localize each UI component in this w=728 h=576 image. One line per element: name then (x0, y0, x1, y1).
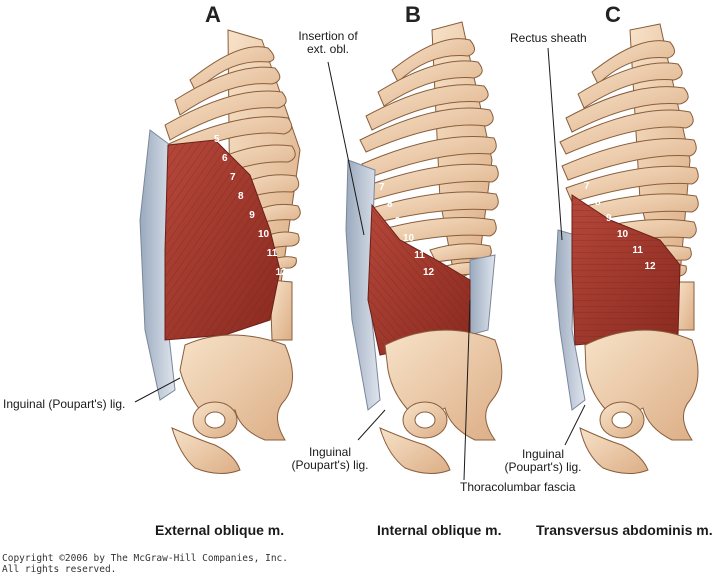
label-inguinal-c-line1: Inguinal (521, 447, 565, 461)
leader-inguinal-a (134, 377, 181, 403)
leader-thoracolumbar (463, 299, 471, 481)
rib-number-11: 11 (632, 245, 643, 256)
label-inguinal-b-line1: Inguinal (308, 445, 352, 459)
rib-number-10: 10 (617, 229, 629, 240)
rib-number-8: 8 (387, 199, 393, 210)
label-thoracolumbar-fascia: Thoracolumbar fascia (460, 480, 576, 494)
leader-inguinal-c (564, 404, 586, 446)
panel-b-ribcage (359, 21, 499, 281)
caption-panel-c: Transversus abdominis m. (536, 522, 713, 538)
panel-c-letter: C (605, 2, 621, 27)
leader-insertion-ext-obl (327, 61, 365, 236)
label-inguinal-ligament-c: Inguinal (Poupart's) lig. (495, 448, 591, 474)
panel-c-pelvis (579, 329, 699, 474)
label-rectus-sheath: Rectus sheath (510, 31, 587, 45)
panel-a-pelvis (171, 334, 293, 474)
rib-number-12: 12 (276, 267, 288, 278)
panel-c-transversus-abdominis-muscle (571, 194, 681, 346)
rib-number-12: 12 (423, 267, 435, 278)
label-insertion-line1: Insertion of (298, 29, 358, 43)
rib-number-11: 11 (267, 248, 278, 259)
panel-b-pelvis (379, 329, 503, 474)
rib-number-7: 7 (379, 182, 385, 193)
rib-number-9: 9 (249, 210, 255, 221)
panel-a-external-oblique-muscle (164, 139, 281, 341)
rib-number-11: 11 (414, 250, 425, 261)
rib-number-12: 12 (645, 261, 657, 272)
leader-lines (134, 47, 586, 481)
copyright-line1: Copyright ©2006 by The McGraw-Hill Compa… (2, 553, 288, 564)
rib-number-5: 5 (214, 134, 220, 145)
copyright-line2: All rights reserved. (2, 564, 117, 575)
copyright-notice: Copyright ©2006 by The McGraw-Hill Compa… (2, 553, 288, 575)
rib-number-10: 10 (403, 233, 415, 244)
panel-b-letter: B (405, 2, 421, 27)
rib-number-8: 8 (238, 191, 244, 202)
caption-panel-b: Internal oblique m. (377, 522, 502, 538)
rib-number-7: 7 (230, 172, 236, 183)
panel-b-thoracolumbar-fascia (469, 254, 496, 336)
label-inguinal-ligament-a: Inguinal (Poupart's) lig. (3, 397, 126, 411)
leader-inguinal-b (357, 409, 386, 441)
rib-number-9: 9 (606, 213, 612, 224)
rib-number-10: 10 (258, 229, 270, 240)
rib-number-6: 6 (222, 153, 228, 164)
label-insertion-line2: ext. obl. (306, 42, 350, 56)
rib-number-8: 8 (595, 197, 601, 208)
panel-a-letter: A (205, 2, 221, 27)
rib-number-7: 7 (584, 181, 590, 192)
label-inguinal-c-line2: (Poupart's) lig. (504, 460, 582, 474)
caption-panel-a: External oblique m. (155, 522, 285, 538)
leader-rectus-sheath (547, 47, 563, 241)
rib-number-9: 9 (395, 216, 401, 227)
label-inguinal-b-line2: (Poupart's) lig. (291, 458, 369, 472)
label-insertion-ext-obl: Insertion of ext. obl. (292, 30, 364, 56)
label-inguinal-ligament-b: Inguinal (Poupart's) lig. (282, 446, 378, 472)
